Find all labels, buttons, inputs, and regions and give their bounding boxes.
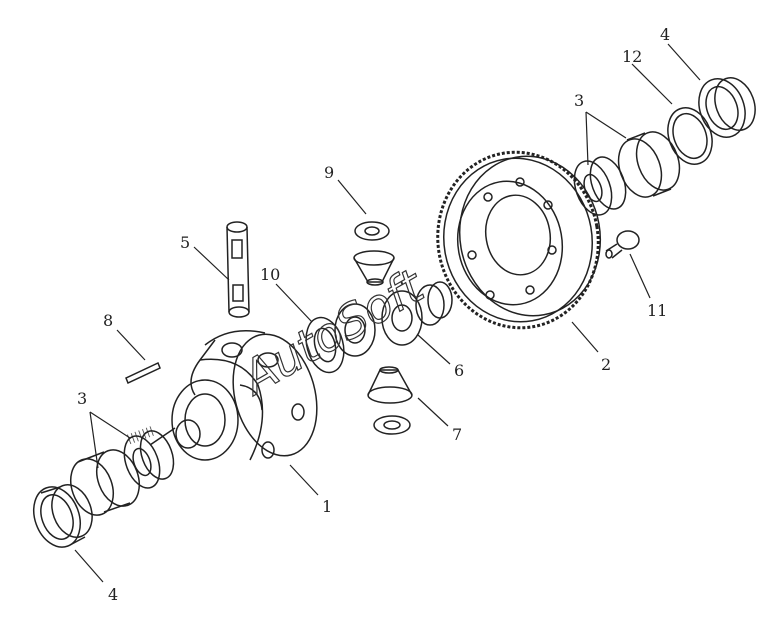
leader-4b [667,43,701,81]
bearing-cup-left [26,479,99,554]
leader-5 [193,246,230,281]
pinion-gear-top [354,251,394,285]
callout-7: 7 [452,425,462,444]
leader-10 [275,283,313,323]
callout-1: 1 [322,497,332,516]
pinion-washer-bottom [374,416,410,434]
leader-3c [585,111,589,166]
callout-11: 11 [647,301,667,320]
callout-2: 2 [601,355,611,374]
leader-4a [74,549,104,583]
leader-12 [631,63,673,105]
callout-4-left: 4 [108,585,118,604]
callout-4-right: 4 [660,25,670,44]
leader-3b [89,411,131,439]
leader-3a [89,411,99,469]
adjusting-shim [660,102,719,171]
leader-1 [289,464,319,496]
side-gear-set [335,282,452,356]
bearing-cup-right [691,72,762,144]
pinion-shaft [227,222,249,317]
leader-lines [74,43,701,583]
bearing-race-right [611,126,687,203]
leader-6 [417,334,451,365]
roller-bearing-left [118,425,180,493]
pinion-washer-top [355,222,389,240]
lock-pin [126,363,160,383]
bearing-race-left [63,444,146,521]
callout-9: 9 [324,163,334,182]
leader-3d [585,111,627,139]
callout-10: 10 [260,265,280,284]
callout-8: 8 [103,311,113,330]
leader-2 [571,321,599,353]
roller-bearing-right [567,152,632,220]
ring-gear-bolt [606,231,639,258]
leader-7 [417,397,449,427]
callout-12: 12 [622,47,642,66]
callout-5: 5 [180,233,190,252]
callout-3-right: 3 [574,91,584,110]
differential-case [150,325,330,465]
leader-11 [629,253,651,299]
leader-8 [116,329,146,361]
callout-6: 6 [454,361,464,380]
callout-3-left: 3 [77,389,87,408]
pinion-gear-bottom [368,367,412,403]
leader-9 [337,179,367,215]
thrust-washer [300,313,349,376]
ring-gear [424,139,613,340]
